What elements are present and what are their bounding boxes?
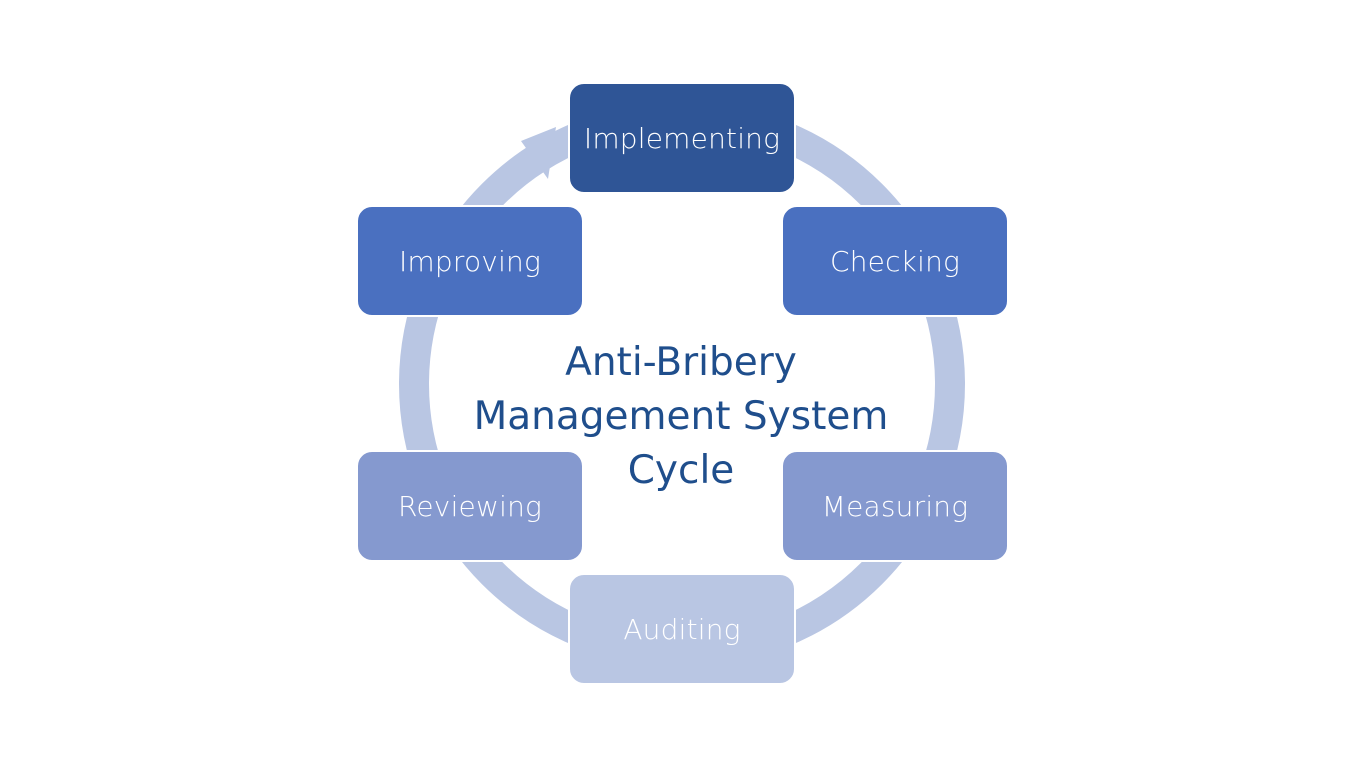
step-implementing: Implementing [568, 82, 796, 194]
step-measuring: Measuring [781, 450, 1009, 562]
diagram-title: Anti-Bribery Management System Cycle [431, 336, 931, 498]
step-reviewing: Reviewing [356, 450, 584, 562]
step-checking: Checking [781, 205, 1009, 317]
step-label-measuring: Measuring [821, 489, 969, 523]
diagram-title-line-3: Cycle [627, 448, 735, 493]
diagram-title-line-1: Anti-Bribery [565, 340, 797, 385]
step-label-checking: Checking [829, 244, 961, 278]
step-label-auditing: Auditing [623, 612, 741, 646]
step-improving: Improving [356, 205, 584, 317]
diagram-title-line-2: Management System [473, 394, 889, 439]
cycle-arrow-icon [521, 127, 556, 179]
step-label-reviewing: Reviewing [397, 489, 543, 523]
step-label-implementing: Implementing [583, 121, 781, 155]
step-label-improving: Improving [398, 244, 542, 278]
step-auditing: Auditing [568, 573, 796, 685]
